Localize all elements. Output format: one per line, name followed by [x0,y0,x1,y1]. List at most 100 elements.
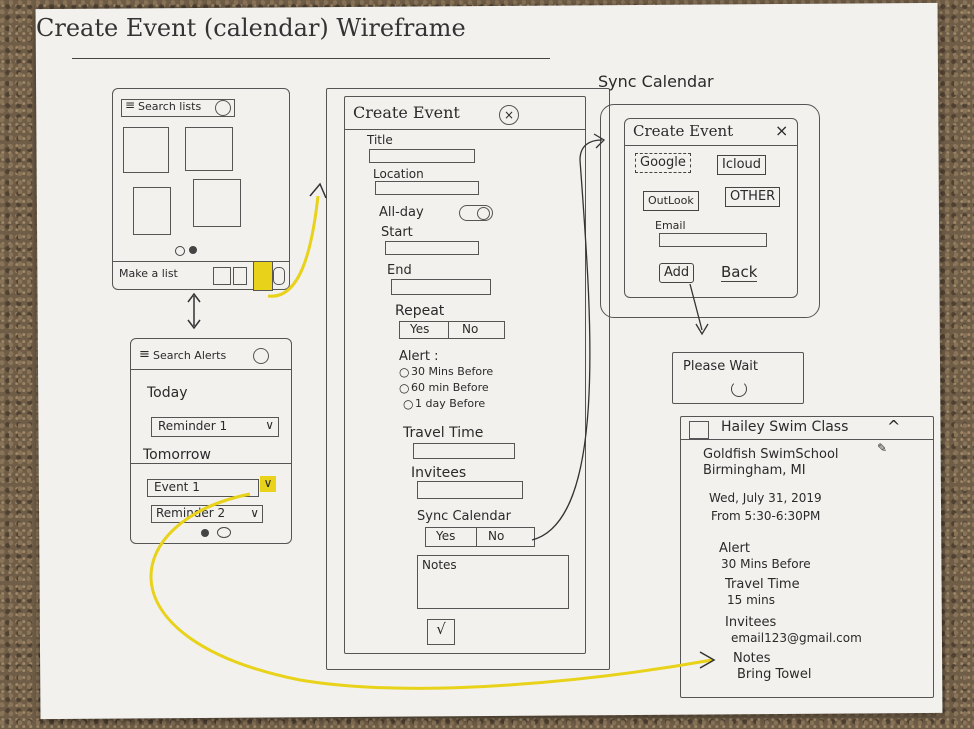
alert-option-30-radio[interactable]: ○ [399,365,410,379]
list-card-3[interactable] [193,179,241,227]
sync-calendar-label: Sync Calendar [417,509,511,524]
alert-option-60-radio[interactable]: ○ [399,381,410,395]
travel-time-input[interactable] [413,443,515,459]
list-card-1[interactable] [123,127,169,173]
title-underline [72,58,550,59]
sync-calendar-outer-frame [600,104,820,318]
repeat-no-button[interactable]: No [462,322,479,336]
back-link[interactable]: Back [721,263,758,282]
title-label: Title [367,133,393,147]
invitees-input[interactable] [417,481,523,499]
notes-label: Notes [422,558,457,572]
sync-calendar-heading: Sync Calendar [598,72,714,91]
sync-yes-button[interactable]: Yes [436,529,456,543]
alert-option-60-label: 60 min Before [411,381,489,394]
arrow-home-alerts-heads [187,292,201,330]
alerts-menu-icon[interactable]: ≡ [139,347,150,362]
add-button[interactable]: Add [659,263,695,283]
event-place-city: Birmingham, MI [703,463,806,478]
please-wait-label: Please Wait [683,359,759,374]
today-heading: Today [147,385,188,401]
tomorrow-heading: Tomorrow [143,447,211,463]
home-search-bar[interactable]: ≡ Search lists [121,98,235,117]
page-dot-2[interactable] [189,246,197,254]
bell-tab-icon[interactable] [233,267,247,285]
page-dot-1[interactable] [175,246,185,256]
make-list-button[interactable]: Make a list [119,267,178,280]
alerts-screen: ≡ Search Alerts Today Reminder 1 ∨ Tomor… [130,338,292,544]
event-title: Hailey Swim Class [721,419,849,435]
event-notes-value: Bring Towel [737,667,812,682]
event-detail-screen: Hailey Swim Class ^ ✎ Goldfish SwimSchoo… [680,416,934,698]
calendar-add-tab-icon[interactable] [253,261,273,291]
please-wait-dialog: Please Wait [672,352,804,404]
repeat-divider [448,322,449,338]
event-header-divider [681,439,933,440]
event1-label: Event 1 [154,480,200,494]
calendar-icon [689,421,709,439]
mic-tab-icon[interactable] [273,267,285,285]
arrow-sync-to-calendar-head [593,133,606,149]
profile-icon[interactable] [215,100,231,116]
outlook-button[interactable]: OutLook [643,191,699,211]
sync-calendar-screen: Create Event × Google Icloud OutLook OTH… [624,118,798,298]
calendar-tab-icon[interactable] [213,267,231,285]
arrow-add-to-wait-head [695,323,709,336]
image-placeholder [133,187,171,235]
notes-textarea[interactable]: Notes [417,555,569,609]
sync-no-button[interactable]: No [488,529,505,543]
allday-label: All-day [379,205,424,220]
sync-divider [476,528,477,546]
arrow-home-to-create [267,195,320,298]
page-title: Create Event (calendar) Wireframe [36,14,466,42]
create-event-header: Create Event [353,103,460,122]
reminder1-row[interactable]: Reminder 1 ∨ [151,417,279,437]
submit-checkmark-button[interactable]: √ [427,619,455,645]
email-input[interactable] [659,233,767,247]
event1-row[interactable]: Event 1 ∨ [147,476,276,497]
chevron-up-icon[interactable]: ^ [887,417,901,436]
reminder2-row[interactable]: Reminder 2 ∨ [151,505,263,523]
google-button[interactable]: Google [635,153,691,173]
alert-option-day-radio[interactable]: ○ [403,397,414,411]
icloud-button[interactable]: Icloud [717,155,767,175]
event-invitees-value: email123@gmail.com [731,631,862,645]
alerts-divider-2 [131,463,291,464]
alert-option-day-label: 1 day Before [415,397,486,410]
end-label: End [387,263,412,278]
location-input[interactable] [375,181,479,195]
event-date: Wed, July 31, 2019 [709,491,822,505]
allday-toggle[interactable] [459,205,493,221]
home-search-label: Search lists [138,100,202,113]
edit-icon[interactable]: ✎ [877,441,888,455]
event-alert-label: Alert [719,541,750,556]
toggle-knob [477,207,490,220]
event-invitees-label: Invitees [725,615,777,630]
title-input[interactable] [369,149,475,163]
sync-header-divider [625,145,797,146]
page-dot-inactive[interactable] [217,527,231,538]
page-dot-active[interactable] [201,529,209,537]
chevron-down-icon[interactable]: ∨ [265,418,274,432]
arrow-sync-to-calendar [531,139,603,541]
location-label: Location [373,167,424,181]
alerts-profile-icon[interactable] [253,348,269,364]
reminder1-label: Reminder 1 [158,419,228,433]
chevron-down-icon[interactable]: ∨ [250,506,259,520]
alerts-search-label[interactable]: Search Alerts [153,349,227,362]
event-travel-value: 15 mins [727,593,775,607]
list-card-2[interactable] [185,127,233,171]
sync-toggle-group: Yes No [425,527,535,547]
reminder2-label: Reminder 2 [156,506,226,520]
other-button[interactable]: OTHER [725,187,781,207]
start-input[interactable] [385,241,479,255]
end-input[interactable] [391,279,491,295]
event-place-name: Goldfish SwimSchool [703,447,839,462]
close-icon[interactable]: × [499,105,519,125]
repeat-yes-button[interactable]: Yes [410,322,430,336]
alert-option-30-label: 30 Mins Before [411,365,494,378]
close-icon[interactable]: × [775,121,789,140]
event-time: From 5:30-6:30PM [711,509,821,523]
event1-chevron-icon[interactable]: ∨ [260,476,276,492]
